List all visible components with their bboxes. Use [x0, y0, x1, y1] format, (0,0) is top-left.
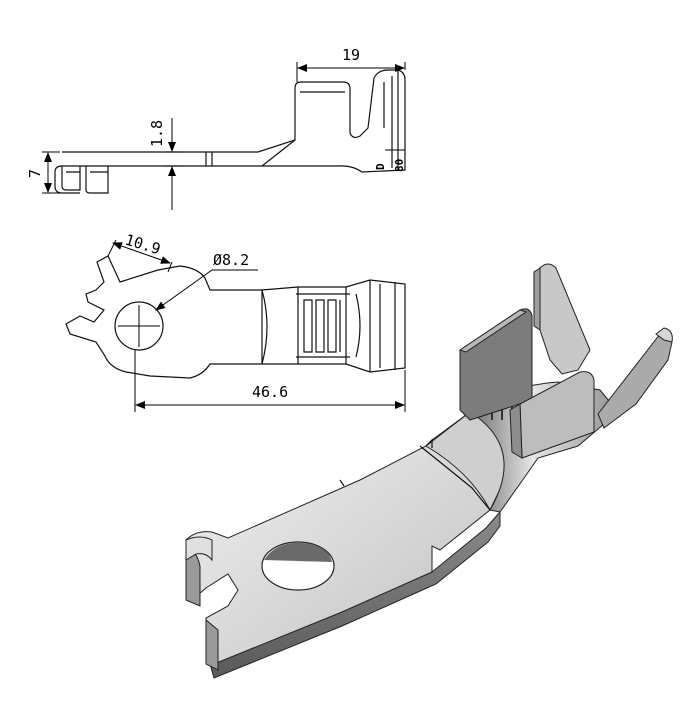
iso-crimp-wing-front: [519, 371, 595, 459]
dimension-1-8-label: 1.8: [148, 120, 166, 147]
dimension-7-label: 7: [26, 169, 44, 178]
dimension-10-9: 10.9: [107, 231, 173, 273]
iso-end-tab-upper: [185, 550, 201, 607]
iso-insulation-wing-right: [597, 332, 673, 429]
dimension-7: 7: [26, 151, 60, 194]
iso-insulation-wing-left: [539, 263, 591, 375]
dimension-46-6: 46.6: [134, 350, 406, 412]
isometric-view: [185, 263, 673, 679]
side-view: D 80: [54, 69, 406, 194]
side-marking-80: 80: [393, 159, 406, 172]
iso-crimp-wing-rear: [459, 308, 533, 421]
dimension-46-6-label: 46.6: [252, 383, 288, 401]
top-view-outline: [65, 255, 406, 379]
dimension-19: 19: [296, 46, 406, 82]
top-view: [65, 255, 406, 379]
side-marking-d: D: [374, 163, 387, 170]
dimension-1-8: 1.8: [148, 118, 182, 210]
top-view-hole: [114, 301, 164, 351]
iso-tongue-top: [185, 411, 521, 666]
dimension-19-label: 19: [342, 46, 360, 64]
dimension-hole-diameter: Ø8.2: [155, 251, 258, 311]
iso-end-tab-lower: [205, 618, 219, 671]
dimension-10-9-label: 10.9: [123, 231, 163, 259]
dimension-hole-diameter-label: Ø8.2: [213, 251, 249, 269]
